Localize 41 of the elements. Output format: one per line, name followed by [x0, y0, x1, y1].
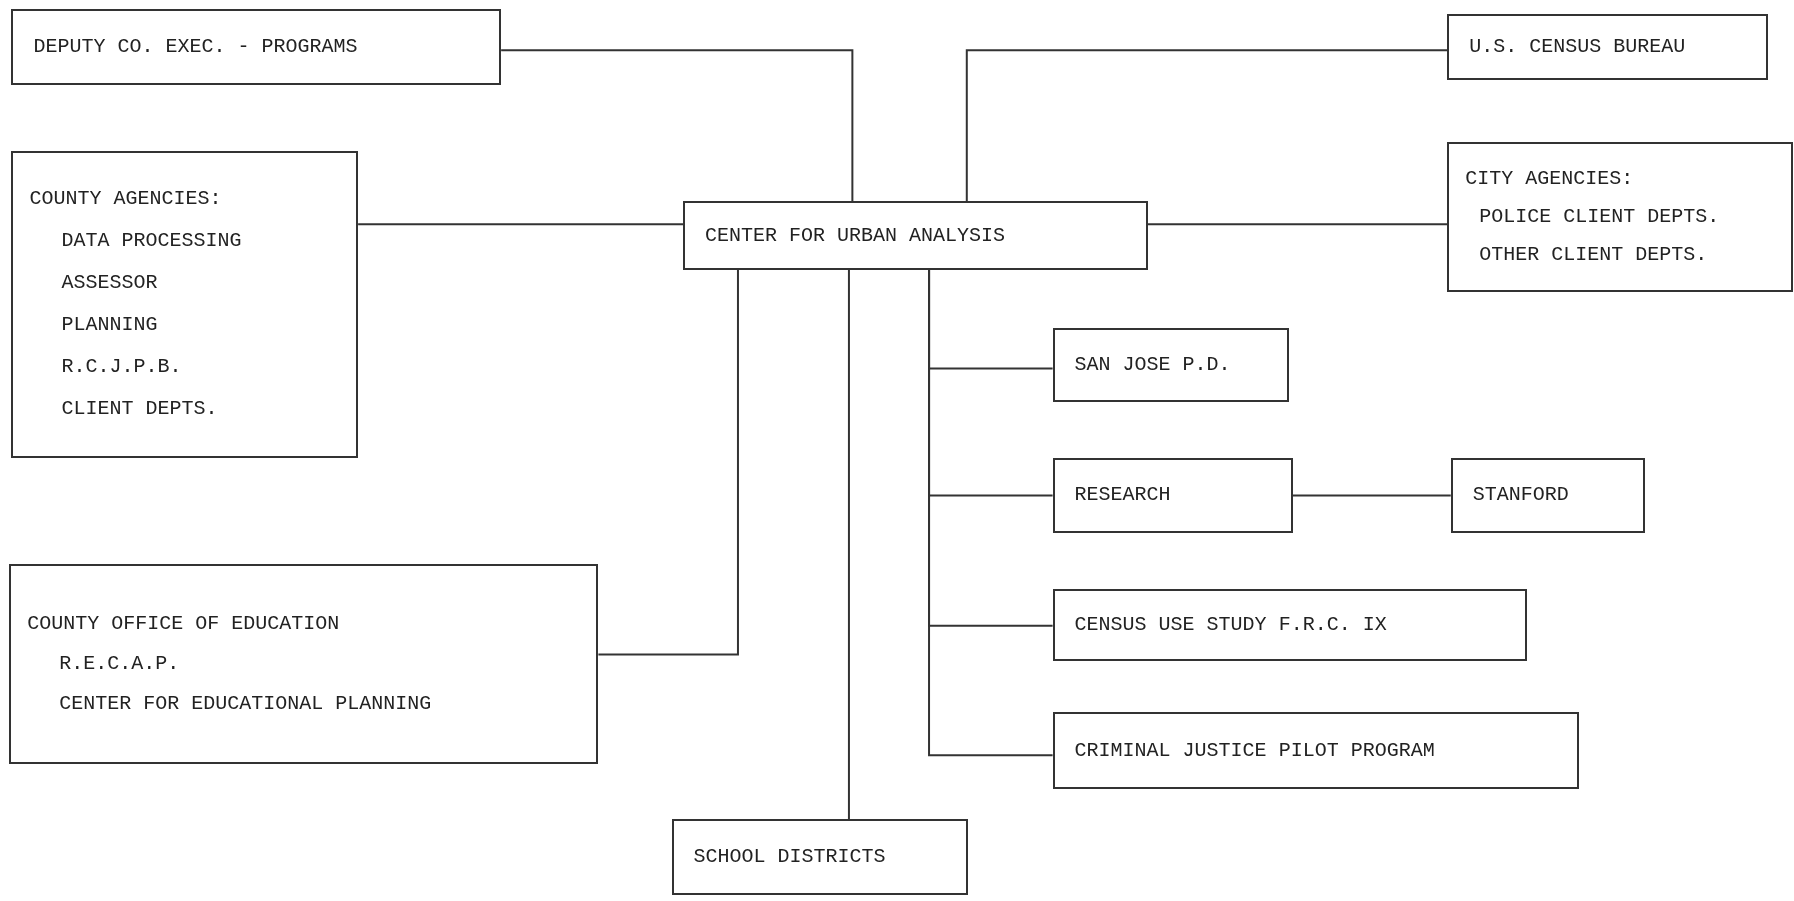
org-box [1447, 141, 1793, 292]
box-title: SCHOOL DISTRICTS [693, 844, 887, 869]
connector-line [357, 223, 685, 226]
org-box [11, 9, 502, 85]
connector-line [847, 269, 850, 821]
box-item: CLIENT DEPTS. [60, 397, 219, 422]
box-item: OTHER CLIENT DEPTS. [1478, 242, 1709, 267]
org-box [1052, 711, 1579, 790]
connector-line [500, 49, 854, 203]
box-title: CENTER FOR URBAN ANALYSIS [705, 223, 1007, 248]
box-title: STANFORD [1472, 483, 1570, 508]
connector-line [928, 269, 1054, 757]
box-title: COUNTY OFFICE OF EDUCATION [27, 612, 341, 637]
box-item: ASSESSOR [60, 271, 159, 296]
connector-line [965, 49, 1449, 203]
org-box [11, 151, 359, 458]
connector-line [1146, 223, 1449, 226]
org-box [1052, 457, 1293, 534]
box-title: CRIMINAL JUSTICE PILOT PROGRAM [1074, 738, 1436, 763]
box-title: SAN JOSE P.D. [1074, 352, 1232, 377]
box-item: CENTER FOR EDUCATIONAL PLANNING [58, 692, 433, 717]
org-box [9, 564, 599, 765]
box-title: U.S. CENSUS BUREAU [1469, 34, 1687, 59]
connector-line [597, 269, 739, 656]
org-box [1450, 457, 1646, 534]
box-item: R.E.C.A.P. [58, 652, 181, 677]
box-title: RESEARCH [1074, 483, 1172, 508]
box-title: CENSUS USE STUDY F.R.C. IX [1074, 613, 1388, 638]
org-box [683, 201, 1148, 270]
box-title: DEPUTY CO. EXEC. - PROGRAMS [33, 34, 359, 59]
box-item: PLANNING [60, 313, 159, 338]
connector-line [1291, 494, 1452, 497]
org-box [671, 819, 968, 895]
org-box [1447, 13, 1768, 81]
box-item: POLICE CLIENT DEPTS. [1478, 204, 1721, 229]
org-box [1052, 328, 1290, 402]
box-item: R.C.J.P.B. [60, 355, 183, 380]
box-title: COUNTY AGENCIES: [29, 187, 223, 212]
org-box [1052, 589, 1528, 662]
box-title: CITY AGENCIES: [1465, 166, 1635, 191]
box-item: DATA PROCESSING [60, 229, 243, 254]
